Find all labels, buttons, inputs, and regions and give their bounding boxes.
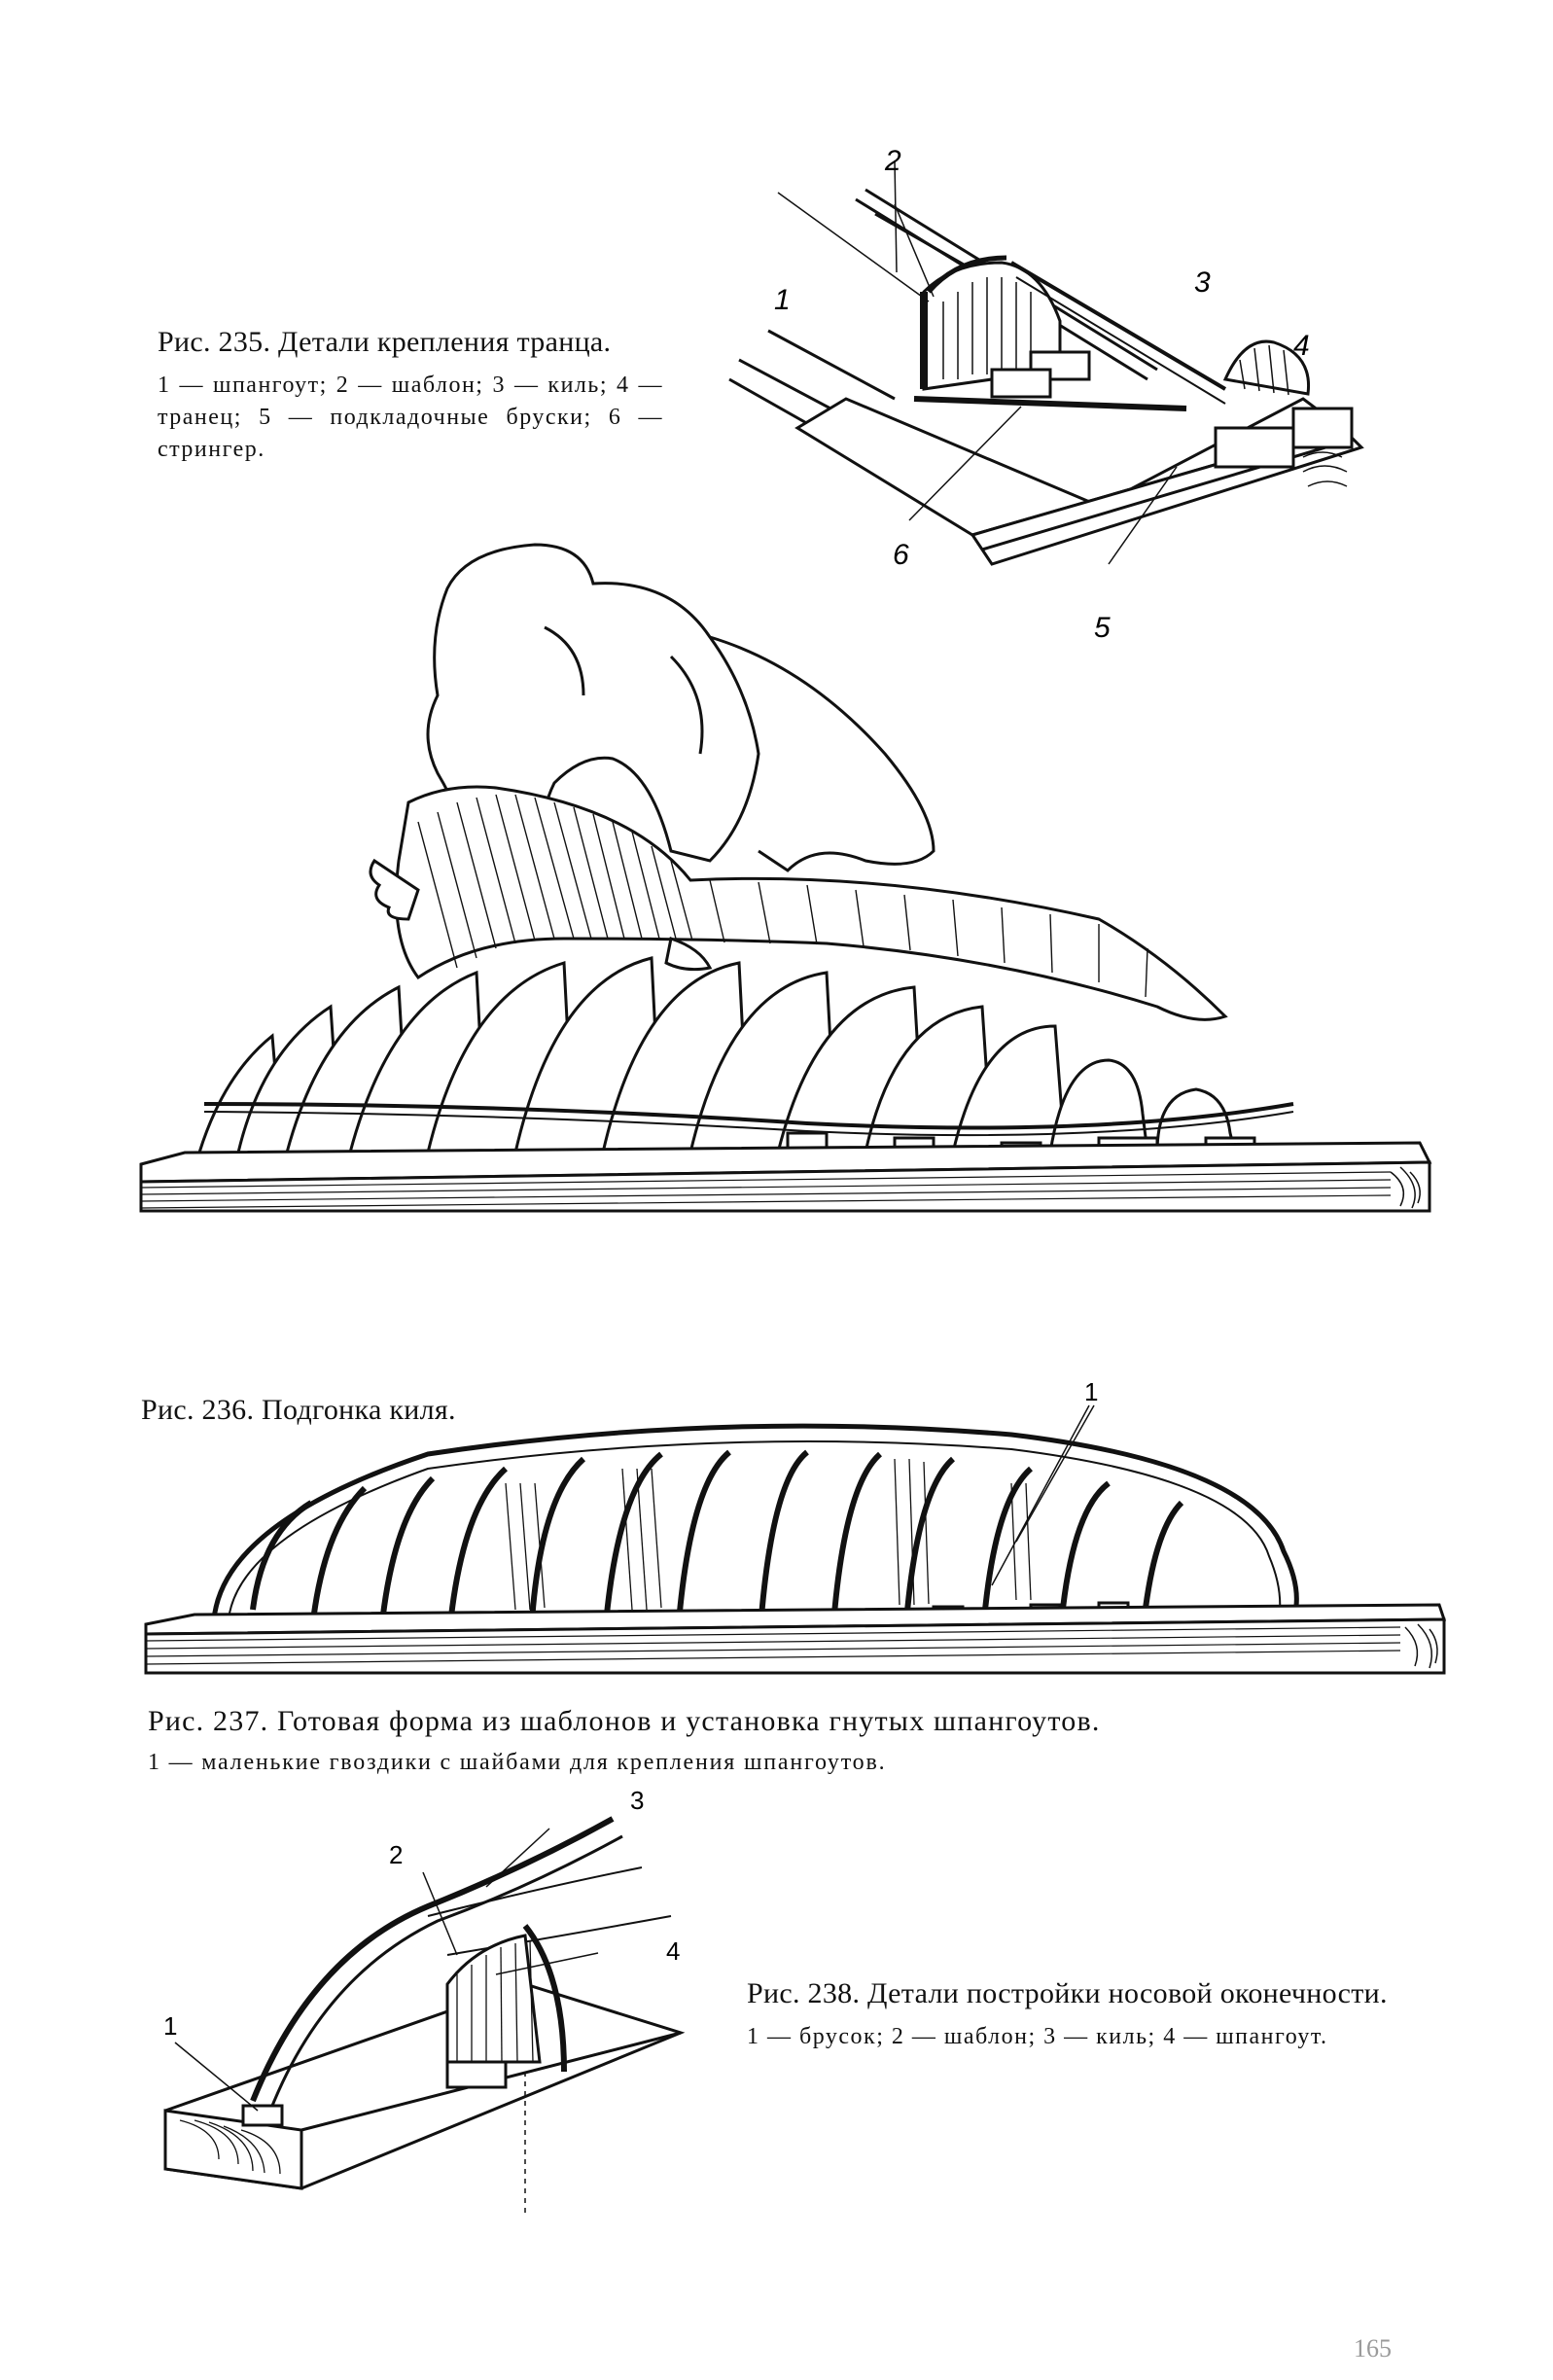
page-number: 165 bbox=[1354, 2334, 1392, 2362]
fig235-callout-2: 2 bbox=[884, 145, 901, 177]
fig237-legend: 1 — маленькие гвоздики с шайбами для кре… bbox=[148, 1750, 887, 1775]
fig238-legend: 1 — брусок; 2 — шаблон; 3 — киль; 4 — шп… bbox=[747, 2024, 1328, 2049]
fig236-drawing bbox=[126, 530, 1439, 1230]
fig235-callout-4: 4 bbox=[1293, 330, 1310, 362]
fig235-legend: 1 — шпангоут; 2 — шаблон; 3 — киль; 4 — … bbox=[158, 373, 663, 462]
fig235-caption: Рис. 235. Детали крепления транца. 1 — ш… bbox=[158, 325, 663, 489]
fig238-drawing: 1 2 3 4 bbox=[156, 1780, 700, 2247]
fig237-drawing: 1 bbox=[136, 1376, 1459, 1697]
fig238-caption: Рис. 238. Детали постройки носовой оконе… bbox=[747, 1976, 1418, 2077]
fig235-svg: 1 2 3 4 5 6 bbox=[728, 145, 1364, 644]
fig235-callout-3: 3 bbox=[1194, 266, 1211, 299]
fig235-callout-6: 6 bbox=[893, 539, 909, 571]
fig237-svg: 1 bbox=[144, 1377, 1447, 1675]
fig237-callout-1: 1 bbox=[1084, 1377, 1098, 1406]
fig235-callout-1: 1 bbox=[774, 284, 791, 316]
fig237-title: Рис. 237. Готовая форма из шаблонов и ус… bbox=[148, 1705, 1101, 1737]
fig235-callout-5: 5 bbox=[1094, 612, 1111, 644]
fig235-drawing: 1 2 3 4 5 6 bbox=[720, 136, 1381, 661]
fig235-title: Рис. 235. Детали крепления транца. bbox=[158, 326, 612, 358]
fig238-callout-3: 3 bbox=[630, 1786, 644, 1815]
fig237-caption: Рис. 237. Готовая форма из шаблонов и ус… bbox=[148, 1704, 1344, 1802]
fig238-callout-2: 2 bbox=[389, 1840, 403, 1869]
fig236-title: Рис. 236. Подгонка киля. bbox=[141, 1394, 456, 1426]
fig236-svg bbox=[139, 543, 1432, 1213]
fig238-title: Рис. 238. Детали постройки носовой оконе… bbox=[747, 1977, 1388, 2009]
fig238-callout-1: 1 bbox=[163, 2011, 177, 2041]
fig238-svg: 1 2 3 4 bbox=[163, 1786, 686, 2218]
fig238-callout-4: 4 bbox=[666, 1936, 680, 1966]
